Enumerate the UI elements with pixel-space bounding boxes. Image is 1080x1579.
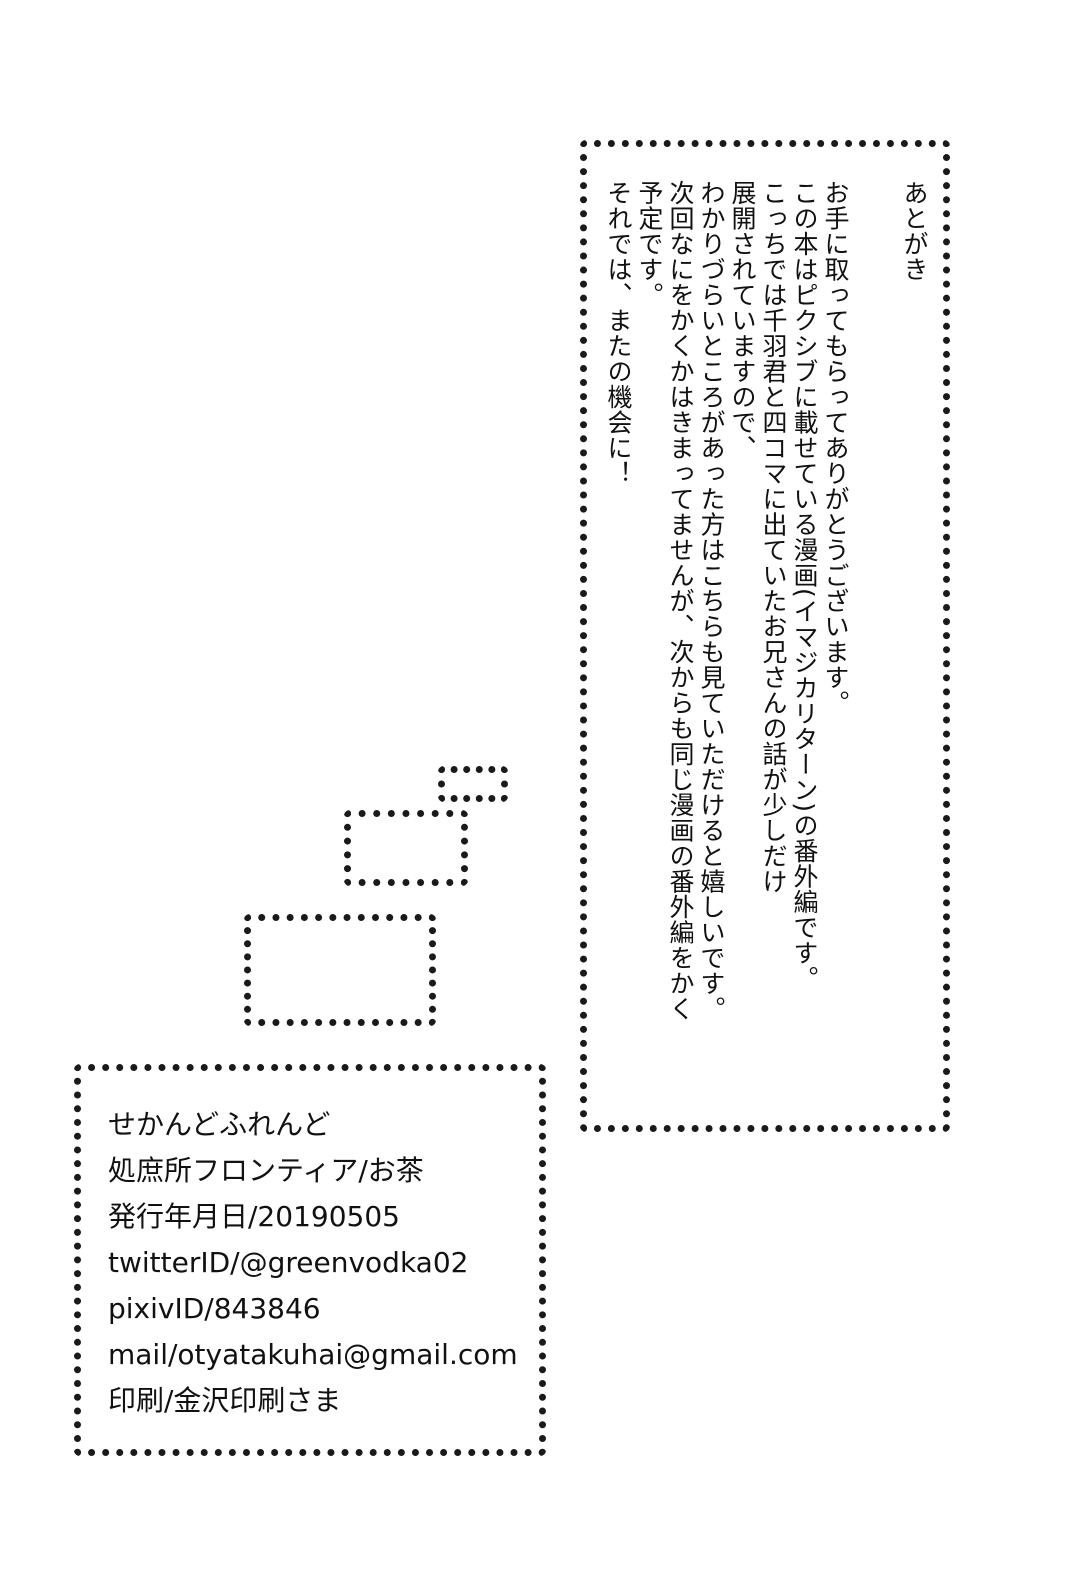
afterword-star-frame (580, 140, 950, 1132)
decorative-star-frame-medium (344, 810, 468, 886)
decorative-star-frame-small (438, 766, 508, 802)
colophon-date: 発行年月日/20190505 (108, 1200, 400, 1233)
afterword-line: それでは、またの機会に！ (604, 180, 633, 486)
colophon-star-frame (74, 1064, 546, 1456)
colophon-mail: mail/otyatakuhai@gmail.com (108, 1338, 518, 1371)
afterword-title: あとがき (900, 180, 929, 282)
afterword-line: この本はピクシブに載せている漫画(イマジカリターン)の番外編です。 (790, 180, 819, 992)
afterword-line: お手に取ってもらってありがとうございます。 (821, 180, 850, 716)
colophon-pixiv: pixivID/843846 (108, 1292, 321, 1325)
decorative-star-frame-large (244, 914, 436, 1026)
colophon-list: せかんどふれんど 処庶所フロンティア/お茶 発行年月日/20190505 twi… (108, 1102, 518, 1424)
afterword-line: 展開されていますので、 (728, 180, 757, 461)
afterword-line: こっちでは千羽君と四コマに出ていたお兄さんの話が少しだけ (759, 180, 788, 894)
afterword-text-block: あとがき お手に取ってもらってありがとうございます。 この本はピクシブに載せてい… (600, 180, 930, 1110)
colophon-printer: 印刷/金沢印刷さま (108, 1384, 342, 1417)
afterword-line: 予定です。 (635, 180, 664, 308)
colophon-twitter: twitterID/@greenvodka02 (108, 1246, 469, 1279)
colophon-circle: 処庶所フロンティア/お茶 (108, 1154, 424, 1187)
colophon-title: せかんどふれんど (108, 1108, 331, 1141)
afterword-line: 次回なにをかくかはきまってませんが、次からも同じ漫画の番外編をかく (666, 180, 695, 1022)
afterword-line: わかりづらいところがあった方はこちらも見ていただけると嬉しいです。 (697, 180, 726, 1022)
